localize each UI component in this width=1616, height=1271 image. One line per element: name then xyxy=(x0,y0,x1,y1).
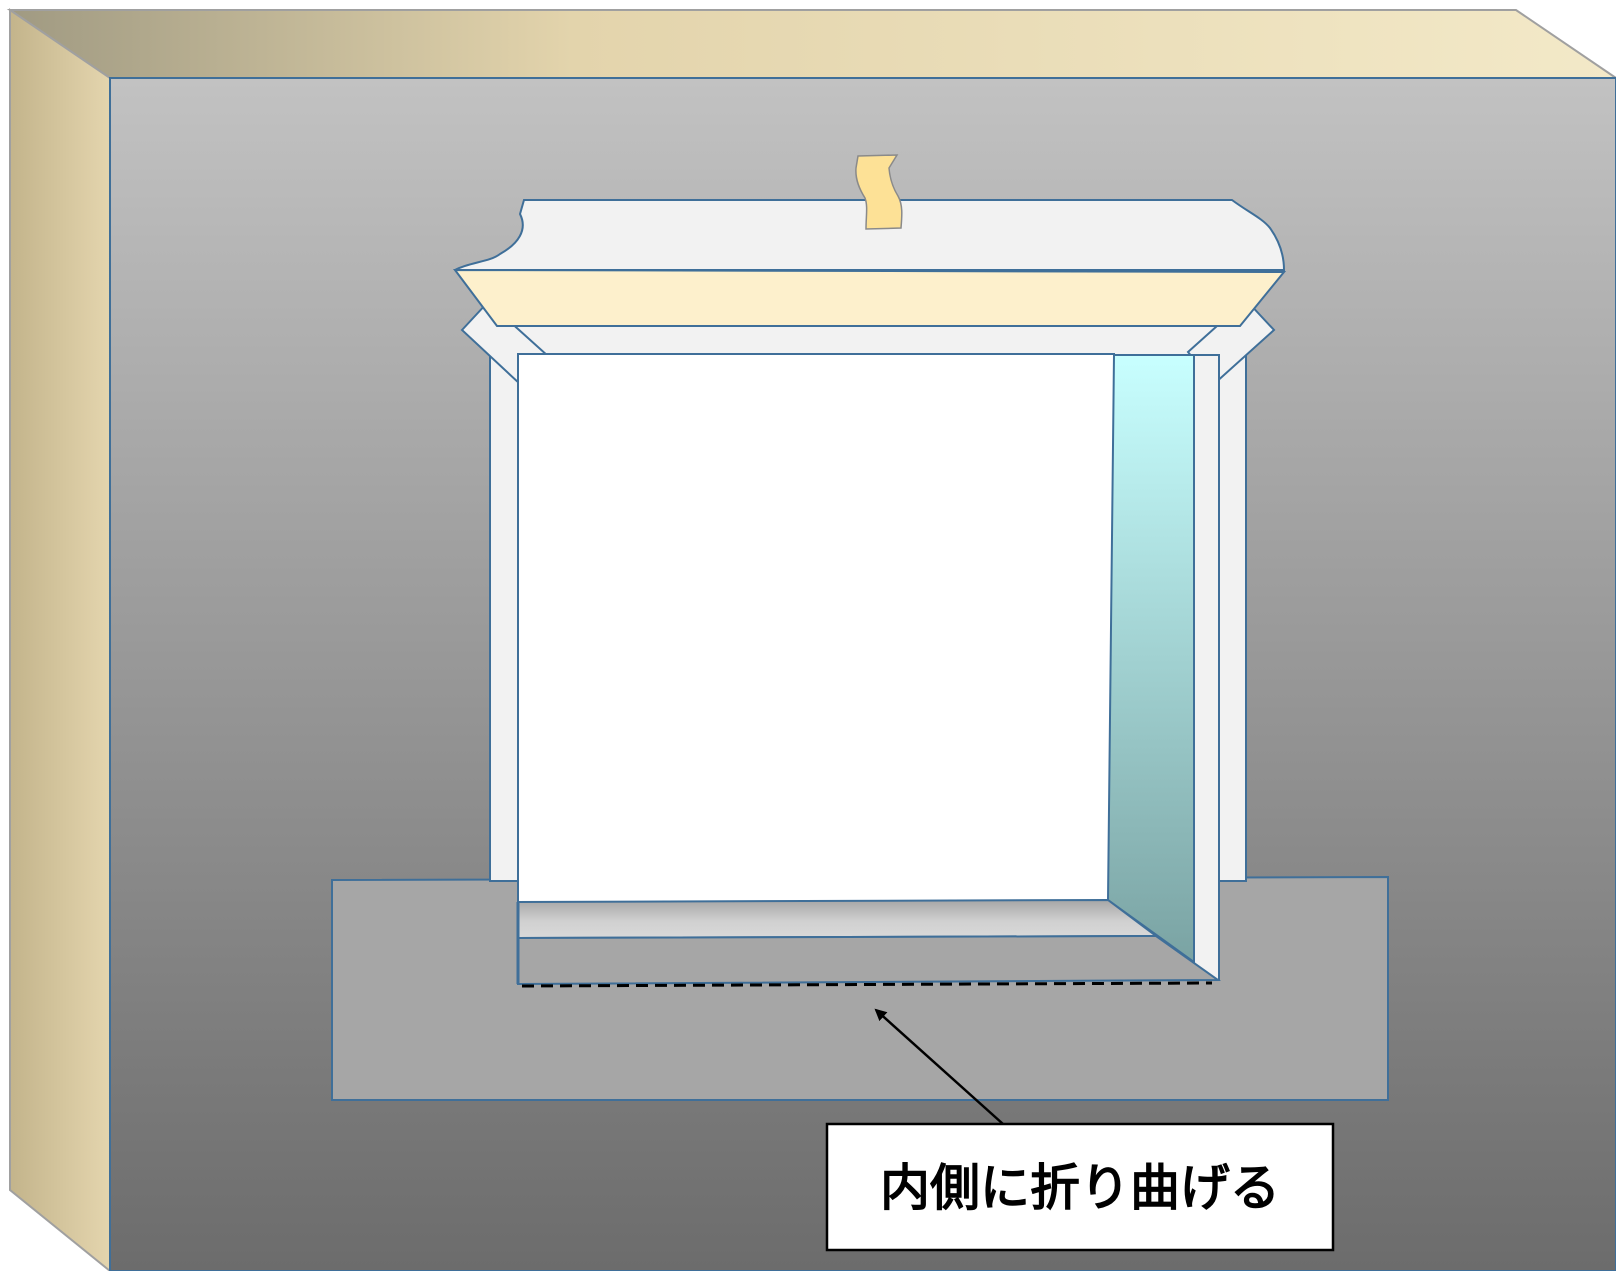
film-right-strip xyxy=(1217,354,1247,882)
window-right-reveal xyxy=(1106,354,1195,964)
callout-box xyxy=(825,1122,1335,1252)
callout-label: 内側に折り曲げる xyxy=(880,1159,1280,1217)
fold-dashed-line xyxy=(521,981,1213,988)
film-bottom-fold xyxy=(517,934,1222,986)
masking-tape-icon xyxy=(855,154,903,230)
wall-side-face xyxy=(9,8,111,1271)
film-top-strip xyxy=(489,325,1247,357)
film-right-edge xyxy=(1193,354,1220,981)
window-pane xyxy=(517,353,1115,903)
film-left-strip xyxy=(489,354,521,882)
arrow-up-left-icon xyxy=(874,1008,1004,1125)
film-yellow-band xyxy=(452,268,1287,327)
film-roll-top xyxy=(454,199,1286,271)
wall-top-face xyxy=(6,9,1616,79)
window-bottom-reveal xyxy=(517,898,1159,940)
